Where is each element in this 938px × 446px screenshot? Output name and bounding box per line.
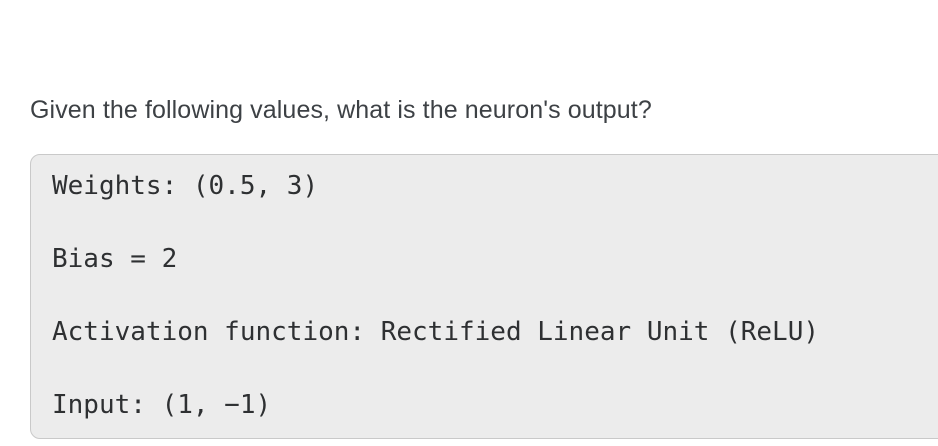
code-line-weights: Weights: (0.5, 3) [52, 171, 319, 201]
code-line-input: Input: (1, −1) [52, 390, 272, 420]
code-lines: Weights: (0.5, 3) Bias = 2 Activation fu… [31, 155, 938, 438]
question-heading: Given the following values, what is the … [30, 96, 652, 124]
code-line-bias: Bias = 2 [52, 244, 178, 274]
code-line-activation: Activation function: Rectified Linear Un… [52, 317, 820, 347]
values-code-block: Weights: (0.5, 3) Bias = 2 Activation fu… [30, 154, 938, 439]
